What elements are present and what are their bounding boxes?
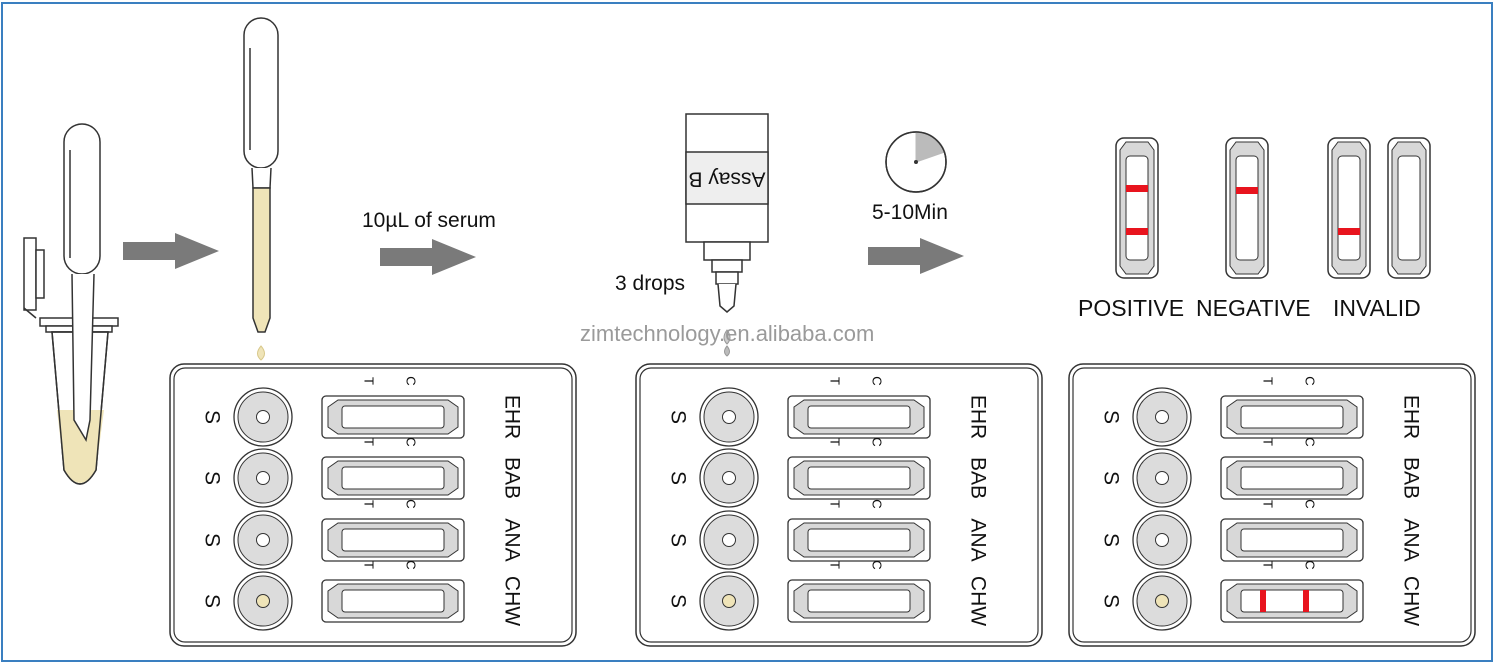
pathogen-label: CHW	[966, 576, 989, 626]
pathogen-label: EHR	[1399, 395, 1422, 439]
test-line-label: T	[1261, 561, 1276, 569]
test-line-mark	[1126, 228, 1148, 235]
pathogen-label: CHW	[500, 576, 523, 626]
positive-label: POSITIVE	[1078, 295, 1184, 321]
test-line-label: T	[362, 438, 377, 446]
sample-well-label: S	[666, 594, 689, 608]
control-line-label: C	[1303, 437, 1318, 446]
pathogen-label: BAB	[966, 457, 989, 499]
arrow-icon	[868, 238, 964, 274]
sample-well-label: S	[200, 471, 223, 485]
arrow-icon	[380, 239, 476, 275]
pathogen-label: ANA	[500, 518, 523, 561]
test-line-label: T	[362, 377, 377, 385]
test-line-label: T	[828, 438, 843, 446]
test-line-label: T	[1261, 377, 1276, 385]
test-line-label: T	[1261, 438, 1276, 446]
control-line-label: C	[870, 499, 885, 508]
control-line-label: C	[870, 376, 885, 385]
test-card-3: S T C EHR S T C BAB S T C ANA S T C CHW	[1068, 363, 1476, 647]
timer-icon	[885, 131, 947, 193]
control-line-label: C	[404, 437, 419, 446]
sample-well-label: S	[1099, 471, 1122, 485]
serum-volume-label: 10µL of serum	[362, 209, 496, 232]
positive-strip	[1115, 137, 1159, 279]
test-line-label: T	[1261, 500, 1276, 508]
arrow-icon	[123, 233, 219, 269]
pathogen-label: EHR	[966, 395, 989, 439]
sample-well-label: S	[1099, 533, 1122, 547]
sample-well-label: S	[1099, 410, 1122, 424]
assay-buffer-bottle-icon	[685, 113, 769, 357]
test-line-label: T	[828, 377, 843, 385]
sample-tube-icon	[23, 123, 119, 485]
invalid-label: INVALID	[1333, 295, 1421, 321]
sample-well-label: S	[200, 410, 223, 424]
bottle-label: Assay B	[688, 167, 765, 190]
test-line-mark	[1236, 187, 1258, 194]
pathogen-label: ANA	[966, 518, 989, 561]
test-line-label: T	[828, 561, 843, 569]
sample-well-label: S	[666, 410, 689, 424]
invalid-strip-2	[1387, 137, 1431, 279]
control-line-label: C	[870, 560, 885, 569]
pathogen-label: BAB	[500, 457, 523, 499]
dropper-serum-icon	[243, 17, 279, 361]
negative-strip	[1225, 137, 1269, 279]
test-line-label: T	[362, 500, 377, 508]
control-line-label: C	[404, 376, 419, 385]
control-line-mark	[1303, 590, 1309, 612]
test-line-label: T	[828, 500, 843, 508]
result-strips	[1115, 137, 1431, 279]
test-cards: S T C EHR S T C BAB S T C ANA S T C CHW S T C EHR S T C BAB S T C A…	[169, 363, 1476, 647]
test-card-2: S T C EHR S T C BAB S T C ANA S T C CHW	[635, 363, 1043, 647]
test-line-mark	[1338, 228, 1360, 235]
sample-well-label: S	[666, 471, 689, 485]
control-line-label: C	[404, 560, 419, 569]
pathogen-label: ANA	[1399, 518, 1422, 561]
watermark: zimtechnology.en.alibaba.com	[580, 321, 874, 346]
control-line-label: C	[1303, 499, 1318, 508]
test-line-mark	[1126, 185, 1148, 192]
control-line-label: C	[870, 437, 885, 446]
invalid-strip-1	[1327, 137, 1371, 279]
pathogen-label: EHR	[500, 395, 523, 439]
negative-label: NEGATIVE	[1196, 295, 1311, 321]
test-card-1: S T C EHR S T C BAB S T C ANA S T C CHW	[169, 363, 577, 647]
incubation-time-label: 5-10Min	[872, 201, 948, 224]
drops-label: 3 drops	[615, 272, 685, 295]
pathogen-label: BAB	[1399, 457, 1422, 499]
control-line-label: C	[1303, 560, 1318, 569]
sample-well-label: S	[1099, 594, 1122, 608]
control-line-label: C	[1303, 376, 1318, 385]
test-line-mark	[1260, 590, 1266, 612]
sample-well-label: S	[200, 594, 223, 608]
pathogen-label: CHW	[1399, 576, 1422, 626]
control-line-label: C	[404, 499, 419, 508]
test-line-label: T	[362, 561, 377, 569]
sample-well-label: S	[666, 533, 689, 547]
sample-well-label: S	[200, 533, 223, 547]
